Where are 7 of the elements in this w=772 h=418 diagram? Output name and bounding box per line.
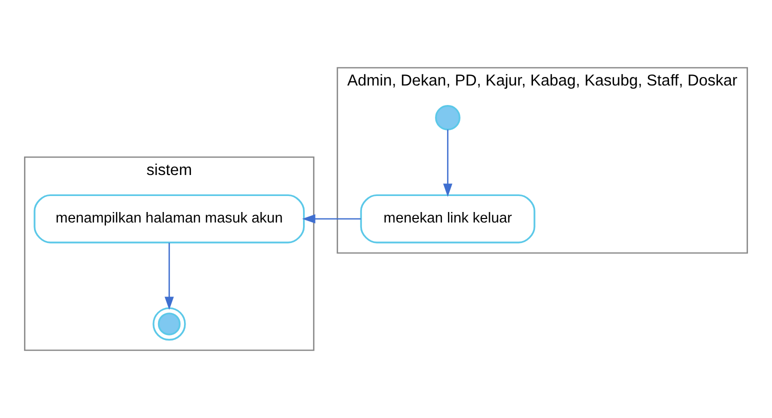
node-box: menampilkan halaman masuk akun: [34, 194, 305, 244]
arrow: [302, 214, 361, 224]
arrow: [443, 130, 452, 197]
arrow: [164, 242, 174, 310]
node-circle: [435, 105, 460, 130]
node-circle: [152, 307, 186, 341]
node-box: menekan link keluar: [360, 194, 536, 244]
